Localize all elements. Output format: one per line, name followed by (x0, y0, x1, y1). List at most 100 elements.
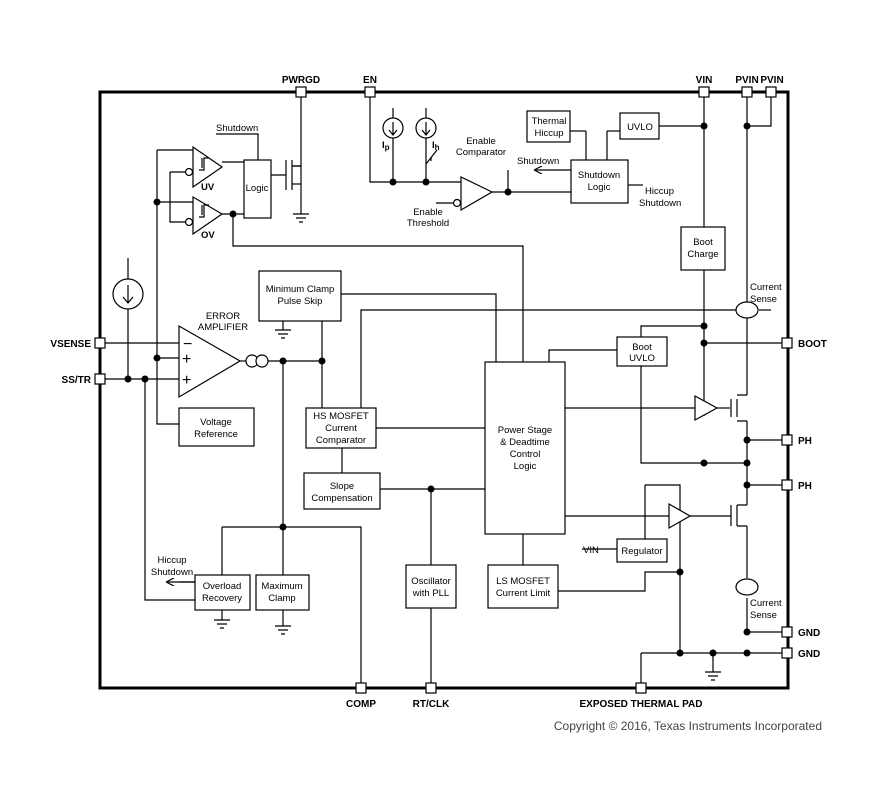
pin-ph-1: PH (798, 436, 812, 447)
ss-current-source-icon (112, 278, 144, 310)
pin-rtclk: RT/CLK (413, 699, 450, 710)
current-sense-bottom-icon (735, 578, 759, 596)
pin-pvin-1: PVIN (735, 75, 758, 86)
block-logic: Logic (243, 159, 272, 219)
block-hs-comparator: HS MOSFET Current Comparator (305, 407, 377, 449)
pin-pwrgd: PWRGD (282, 75, 320, 86)
pin-gnd-1: GND (798, 628, 820, 639)
copyright: Copyright © 2016, Texas Instruments Inco… (554, 719, 822, 733)
svg-text:Logic: Logic (588, 182, 611, 193)
svg-text:Current: Current (325, 423, 357, 434)
svg-text:Boot: Boot (632, 342, 652, 353)
label-hiccup-shutdown-left-2: Shutdown (151, 567, 193, 578)
svg-text:Overload: Overload (203, 581, 242, 592)
pin-en: EN (363, 75, 377, 86)
block-voltage-reference: Voltage Reference (178, 407, 255, 447)
label-shutdown-top: Shutdown (216, 123, 258, 134)
svg-text:Charge: Charge (687, 249, 718, 260)
label-ov: OV (201, 230, 215, 241)
pin-sstr: SS/TR (62, 375, 92, 386)
block-oscillator: Oscillator with PLL (405, 564, 457, 609)
pin-pads (94, 86, 793, 694)
svg-text:UVLO: UVLO (627, 122, 653, 133)
amp-minus: − (183, 336, 192, 353)
block-power-stage: Power Stage & Deadtime Control Logic (484, 361, 566, 535)
svg-text:Logic: Logic (514, 461, 537, 472)
block-shutdown-logic: Shutdown Logic (570, 159, 629, 204)
label-hiccup-shutdown-right-1: Hiccup (645, 186, 674, 197)
svg-text:Compensation: Compensation (311, 493, 372, 504)
enable-comparator (452, 176, 494, 212)
error-amplifier: − + + (178, 324, 269, 399)
block-boot-uvlo: Boot UVLO (616, 336, 668, 367)
ls-driver (668, 502, 692, 530)
amp-plus-2: + (182, 372, 191, 389)
label-ih: Ih (432, 140, 440, 152)
svg-text:Oscillator: Oscillator (411, 576, 451, 587)
ov-comparator (184, 195, 224, 236)
junction-dots (124, 122, 751, 657)
pin-vsense: VSENSE (50, 339, 91, 350)
block-regulator: Regulator (616, 538, 668, 563)
pin-gnd-2: GND (798, 649, 820, 660)
svg-text:LS MOSFET: LS MOSFET (496, 576, 550, 587)
block-slope-compensation: Slope Compensation (303, 472, 381, 510)
label-enable-threshold-1: Enable (413, 207, 443, 218)
pin-thermal-pad: EXPOSED THERMAL PAD (580, 699, 703, 710)
label-enable-comparator-2: Comparator (456, 147, 506, 158)
amp-plus-1: + (182, 351, 191, 368)
svg-text:Pulse Skip: Pulse Skip (278, 296, 323, 307)
label-error-amplifier-2: AMPLIFIER (198, 322, 248, 333)
block-max-clamp: Maximum Clamp (255, 574, 310, 611)
label-current-sense-bottom-2: Sense (750, 610, 777, 621)
label-shutdown-arrow: Shutdown (517, 156, 559, 167)
svg-text:Comparator: Comparator (316, 435, 366, 446)
current-sense-top-icon (735, 301, 759, 319)
svg-text:Power Stage: Power Stage (498, 425, 552, 436)
label-hiccup-shutdown-left-1: Hiccup (157, 555, 186, 566)
svg-text:Boot: Boot (693, 237, 713, 248)
label-uv: UV (201, 182, 215, 193)
svg-text:Thermal: Thermal (532, 116, 567, 127)
svg-text:Hiccup: Hiccup (534, 128, 563, 139)
block-overload-recovery: Overload Recovery (194, 574, 251, 611)
svg-text:Recovery: Recovery (202, 593, 242, 604)
ih-current-source-icon (415, 117, 437, 139)
block-thermal-hiccup: Thermal Hiccup (526, 110, 571, 143)
svg-text:Current Limit: Current Limit (496, 588, 551, 599)
label-vin-regulator: VIN (583, 545, 599, 556)
svg-text:Clamp: Clamp (268, 593, 295, 604)
svg-text:Shutdown: Shutdown (578, 170, 620, 181)
label-error-amplifier-1: ERROR (206, 311, 240, 322)
svg-text:UVLO: UVLO (629, 353, 655, 364)
pin-comp: COMP (346, 699, 376, 710)
svg-text:Maximum: Maximum (261, 581, 302, 592)
svg-text:HS MOSFET: HS MOSFET (313, 411, 369, 422)
block-uvlo: UVLO (619, 112, 660, 140)
chip-outline (98, 90, 790, 690)
block-boot-charge: Boot Charge (680, 226, 726, 271)
hs-driver (694, 394, 719, 422)
block-min-clamp: Minimum Clamp Pulse Skip (258, 270, 342, 322)
ip-current-source-icon (382, 117, 404, 139)
svg-text:Logic: Logic (246, 183, 269, 194)
label-current-sense-top-2: Sense (750, 294, 777, 305)
uv-comparator (184, 145, 224, 189)
svg-text:Slope: Slope (330, 481, 354, 492)
pin-pvin-2: PVIN (760, 75, 783, 86)
label-ip: Ip (382, 140, 390, 152)
svg-text:Minimum Clamp: Minimum Clamp (266, 284, 335, 295)
label-enable-threshold-2: Threshold (407, 218, 449, 229)
svg-text:Reference: Reference (194, 429, 238, 440)
svg-text:Voltage: Voltage (200, 417, 232, 428)
label-current-sense-bottom-1: Current (750, 598, 782, 609)
label-current-sense-top-1: Current (750, 282, 782, 293)
pin-vin: VIN (696, 75, 713, 86)
label-enable-comparator-1: Enable (466, 136, 496, 147)
svg-text:with PLL: with PLL (412, 588, 449, 599)
block-ls-current-limit: LS MOSFET Current Limit (487, 564, 559, 609)
svg-text:Regulator: Regulator (621, 546, 662, 557)
label-hiccup-shutdown-right-2: Shutdown (639, 198, 681, 209)
pin-ph-2: PH (798, 481, 812, 492)
